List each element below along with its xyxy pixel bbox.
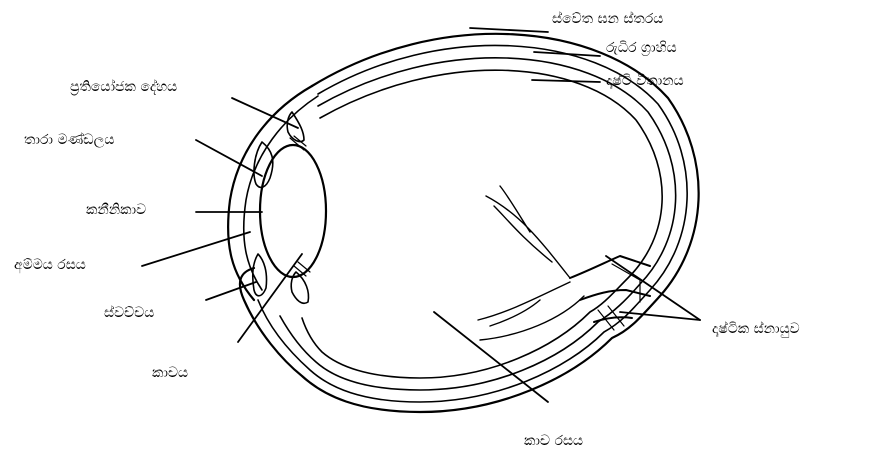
label-aqueous-humor: අම්මය රසය xyxy=(14,258,86,272)
cornea-outer xyxy=(228,86,312,300)
label-sclera: ස්වේත ඝන ස්තරය xyxy=(552,12,663,26)
label-retina: දෘෂ්ටි විතානය xyxy=(606,74,684,88)
label-ciliary-body: ප්‍රතියෝජක දේහය xyxy=(70,80,177,94)
label-iris: තාරා මණ්ඩලය xyxy=(24,133,114,147)
pointer-choroid xyxy=(534,52,600,56)
label-lens: කාචය xyxy=(152,366,188,380)
label-optic-nerve: දෘෂ්ටික ස්නායුව xyxy=(712,322,800,336)
label-choroid: රුධිර ග්‍රාහිය xyxy=(606,41,677,55)
pointer-lens xyxy=(238,254,302,342)
pointer-iris xyxy=(196,140,262,176)
pointer-retina xyxy=(532,80,600,82)
label-vitreous-humor: කාච රසය xyxy=(524,434,583,448)
blood-vessels xyxy=(478,186,584,340)
pointer-cornea xyxy=(206,282,256,300)
iris-lower xyxy=(253,254,267,296)
label-pupil: කනීනිකාව xyxy=(86,203,146,217)
pointer-aqueous-humor xyxy=(142,232,250,266)
pointer-sclera xyxy=(470,28,548,32)
retina-layer xyxy=(302,70,662,378)
label-cornea: ස්වච්චය xyxy=(104,306,154,320)
pointer-optic-nerve-1 xyxy=(606,256,700,320)
sclera-inner xyxy=(258,45,687,402)
lens xyxy=(260,145,326,277)
